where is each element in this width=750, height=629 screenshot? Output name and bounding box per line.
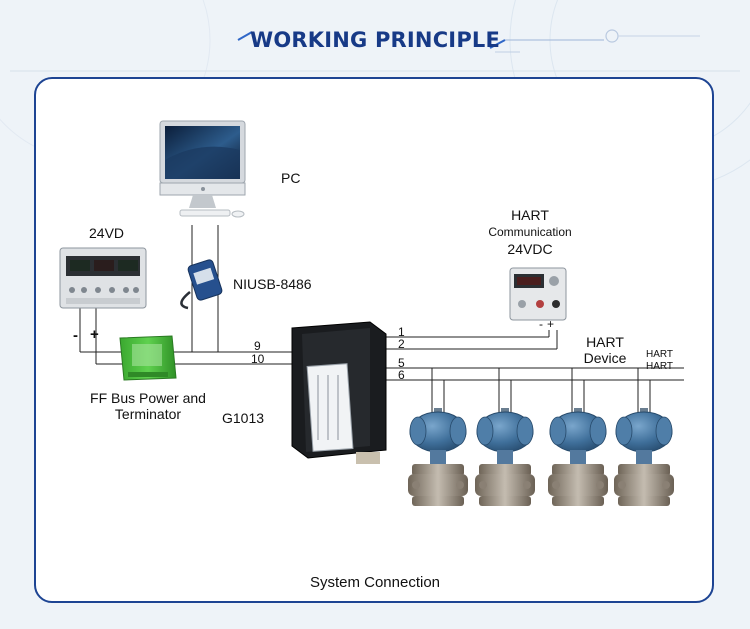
hart-device-line1: HART: [586, 334, 624, 350]
plus-terminal-right: +: [547, 317, 555, 331]
g1013-gateway-icon: [291, 321, 387, 464]
niusb-label: NIUSB-8486: [233, 276, 312, 292]
power-24vd-label: 24VD: [89, 225, 125, 241]
hart-transmitter-icon: [474, 407, 536, 507]
terminal-2-label: 2: [398, 337, 405, 351]
pc-monitor-icon: [159, 120, 246, 218]
ff-bus-label-line2: Terminator: [114, 406, 182, 422]
ff-bus-power-module-icon: [119, 335, 177, 381]
ff-bus-label: FF Bus Power and Terminator: [88, 390, 208, 422]
power-supply-24vd-icon: [59, 247, 147, 309]
hart-line-label-1: HART: [646, 349, 674, 360]
terminal-10-label: 10: [251, 352, 265, 366]
hart-24vdc-supply-icon: [509, 267, 567, 321]
terminal-5-label: 5: [398, 356, 405, 370]
hart-comm-line3: 24VDC: [507, 241, 553, 257]
minus-terminal-left: -: [73, 327, 78, 344]
hart-transmitter-icon: [613, 407, 675, 507]
pc-label: PC: [281, 170, 301, 186]
minus-terminal-right: -: [539, 317, 543, 331]
g1013-label: G1013: [222, 410, 265, 426]
hart-line-label-2: HART: [646, 361, 674, 372]
ff-bus-label-line1: FF Bus Power and: [90, 390, 206, 406]
hart-device-label: HART Device: [575, 334, 635, 366]
niusb-8486-icon: [180, 259, 223, 310]
diagram-caption: System Connection: [309, 574, 441, 591]
plus-terminal-left: +: [90, 326, 99, 343]
terminal-9-label: 9: [254, 339, 261, 353]
hart-comm-line2: Communication: [488, 225, 572, 239]
page-title: WORKING PRINCIPLE: [249, 28, 501, 52]
hart-transmitter-icon: [547, 407, 609, 507]
terminal-1-label: 1: [398, 325, 405, 339]
hart-transmitter-icon: [407, 407, 469, 507]
terminal-6-label: 6: [398, 368, 405, 382]
hart-communication-label: HART Communication 24VDC: [480, 207, 580, 257]
hart-comm-line1: HART: [511, 207, 549, 223]
hart-device-line2: Device: [583, 350, 627, 366]
